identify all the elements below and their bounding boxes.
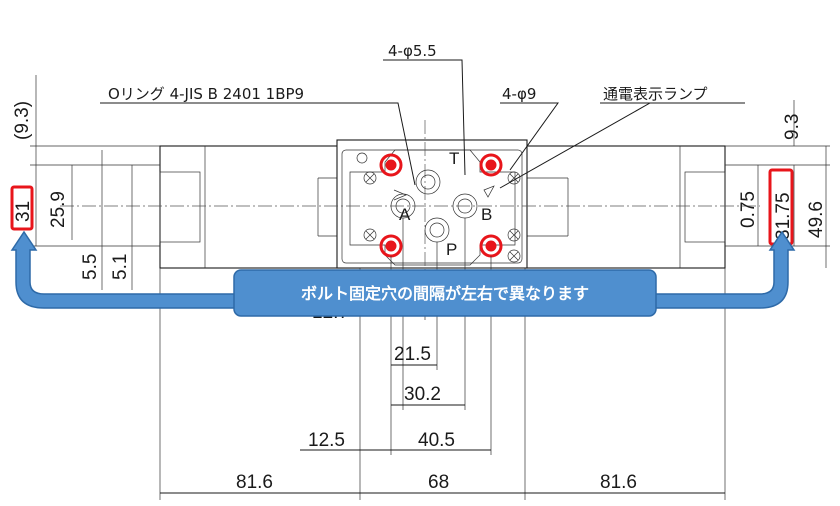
right-dimensions: 9.3 0.75 31.75 49.6 xyxy=(725,100,830,268)
dim-bottom-302: 30.2 xyxy=(404,384,441,405)
banner-text: ボルト固定穴の間隔が左右で異なります xyxy=(301,284,589,303)
oring-callout: Oリング 4-JIS B 2401 1BP9 xyxy=(108,85,304,103)
dim-right-075: 0.75 xyxy=(738,191,759,228)
dim-bottom-816-left: 81.6 xyxy=(236,472,273,493)
dim-left-51: 5.1 xyxy=(110,254,131,280)
dim-right-93: 9.3 xyxy=(782,114,803,140)
valve-body xyxy=(159,139,726,269)
dim-bottom-125: 12.5 xyxy=(308,430,345,451)
bolt-spacing-arrow xyxy=(10,230,796,309)
corner-screws xyxy=(356,152,521,263)
dim-left-55: 5.5 xyxy=(80,254,101,280)
pilot-holes-callout: 4-φ9 xyxy=(502,85,536,103)
port-p-label: P xyxy=(446,240,457,259)
right-solenoid xyxy=(524,145,726,269)
dim-bottom-68: 68 xyxy=(428,472,449,493)
dim-right-3175: 31.75 xyxy=(773,192,794,240)
left-solenoid xyxy=(159,145,361,269)
dim-left-93: (9.3) xyxy=(12,101,33,140)
callout-leaders xyxy=(100,59,745,189)
dim-bottom-215: 21.5 xyxy=(394,344,431,365)
dim-bottom-405: 40.5 xyxy=(418,430,455,451)
dim-right-496: 49.6 xyxy=(806,201,827,238)
dim-left-31-highlight xyxy=(10,185,34,231)
dim-bottom-816-right: 81.6 xyxy=(600,472,637,493)
left-dimensions: (9.3) 31 25.9 5.5 5.1 xyxy=(10,75,160,290)
port-t-label: T xyxy=(449,149,459,168)
highlighted-bolt-holes xyxy=(379,153,503,258)
port-b-label: B xyxy=(481,205,492,224)
bolt-holes-callout: 4-φ5.5 xyxy=(388,42,437,60)
lamp-callout: 通電表示ランプ xyxy=(603,85,708,103)
port-a-label: A xyxy=(399,205,411,224)
dim-left-31: 31 xyxy=(13,201,34,222)
banner-box xyxy=(233,269,657,317)
dim-left-259: 25.9 xyxy=(48,191,69,228)
